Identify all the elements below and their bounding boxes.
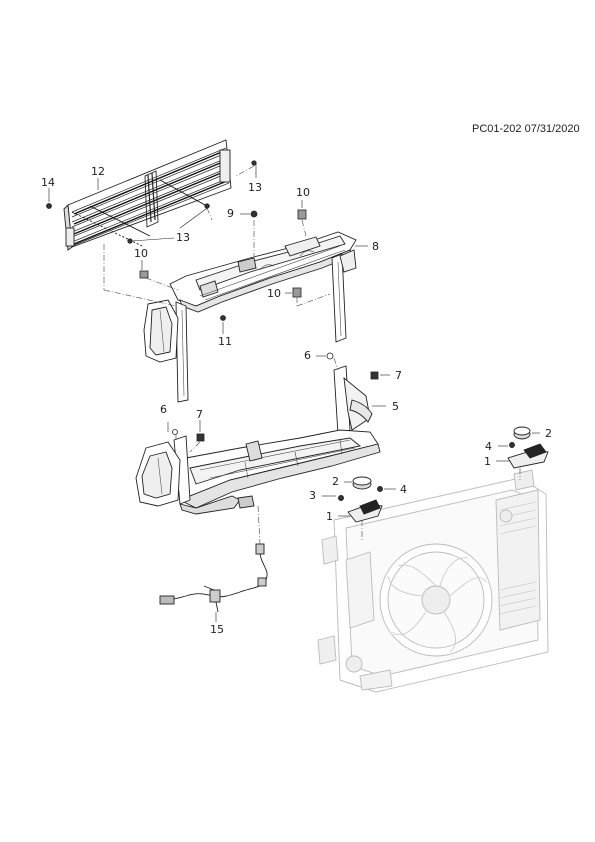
callout-10-top: 10 xyxy=(296,186,310,199)
radiator-fan-module xyxy=(317,469,549,693)
callout-10-left: 10 xyxy=(134,247,148,260)
callout-6-upper: 6 xyxy=(304,349,311,362)
callout-14: 14 xyxy=(41,176,55,189)
callout-1-center: 1 xyxy=(326,510,333,523)
callout-6-lower: 6 xyxy=(160,403,167,416)
callout-9: 9 xyxy=(227,207,234,220)
callout-1-right: 1 xyxy=(484,455,491,468)
callout-15: 15 xyxy=(210,623,224,636)
callout-13-upper: 13 xyxy=(248,181,262,194)
shutter-wiring-harness xyxy=(159,543,268,613)
alignment-lines xyxy=(103,165,521,545)
callout-2-right: 2 xyxy=(545,427,552,440)
shutter-assembly xyxy=(63,139,232,251)
callout-11: 11 xyxy=(218,335,232,348)
callout-10-mid: 10 xyxy=(267,287,281,300)
callout-7-lower: 7 xyxy=(196,408,203,421)
callout-13-lower: 13 xyxy=(176,231,190,244)
callout-2-center: 2 xyxy=(332,475,339,488)
lower-air-baffle xyxy=(135,365,381,515)
callout-4-center: 4 xyxy=(400,483,407,496)
leader-lines xyxy=(48,163,540,622)
callout-labels: 14 12 13 13 10 9 8 10 10 11 6 7 5 6 7 2 … xyxy=(41,165,552,636)
callout-3: 3 xyxy=(309,489,316,502)
callout-4-right: 4 xyxy=(485,440,492,453)
diagram-reference: PC01-202 07/31/2020 xyxy=(472,123,580,135)
callout-8: 8 xyxy=(372,240,379,253)
callout-7-upper: 7 xyxy=(395,369,402,382)
upper-air-baffle xyxy=(143,231,357,403)
callout-5: 5 xyxy=(392,400,399,413)
shutter-actuator-parts xyxy=(338,426,549,523)
callout-12: 12 xyxy=(91,165,105,178)
